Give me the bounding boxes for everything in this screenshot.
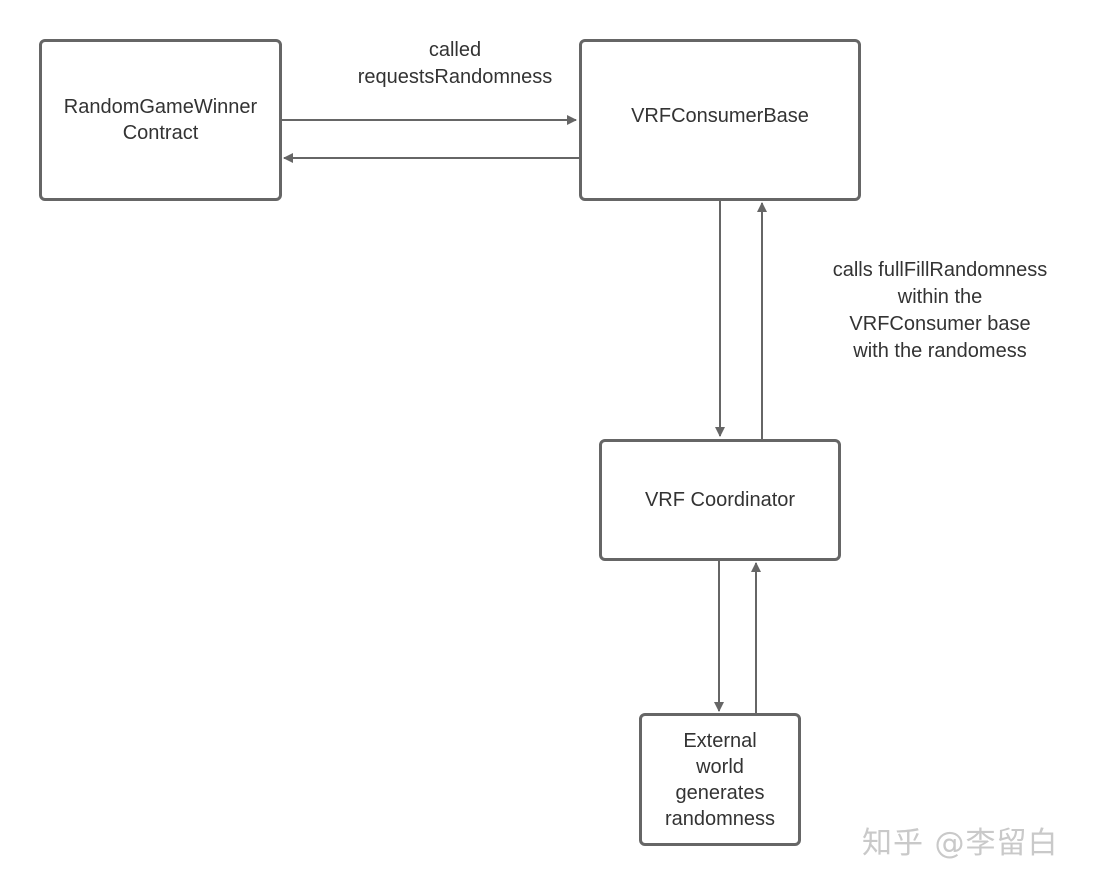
edge-label-line: calls fullFillRandomness	[832, 259, 1048, 281]
edge-label-line: VRFConsumer base	[849, 313, 1031, 335]
watermark: 知乎 @李留白	[862, 826, 1059, 861]
node-label-line: External	[683, 729, 757, 752]
edge-label-line: called	[428, 39, 482, 61]
edge-label-fulfill: calls fullFillRandomness within the VRFC…	[800, 257, 1080, 365]
node-label-line: generates	[675, 781, 765, 804]
edge-label-line: within the	[897, 286, 983, 308]
node-label-line: RandomGameWinner	[63, 96, 258, 118]
node-label-line: Contract	[122, 122, 199, 144]
node-label-line: VRF Coordinator	[644, 489, 796, 511]
edge-label-called: called requestsRandomness	[330, 37, 580, 91]
edge-label-line: with the randomess	[853, 340, 1027, 362]
node-label-line: VRFConsumerBase	[631, 105, 809, 127]
vrf-coordinator-node: VRF Coordinator	[599, 439, 841, 561]
node-label-line: world	[696, 755, 744, 778]
edge-label-line: requestsRandomness	[357, 66, 553, 88]
node-label-line: randomness	[664, 807, 776, 830]
vrf-consumer-base-node: VRFConsumerBase	[579, 39, 861, 201]
external-world-node: External world generates randomness	[639, 713, 801, 846]
random-game-winner-node: RandomGameWinner Contract	[39, 39, 282, 201]
